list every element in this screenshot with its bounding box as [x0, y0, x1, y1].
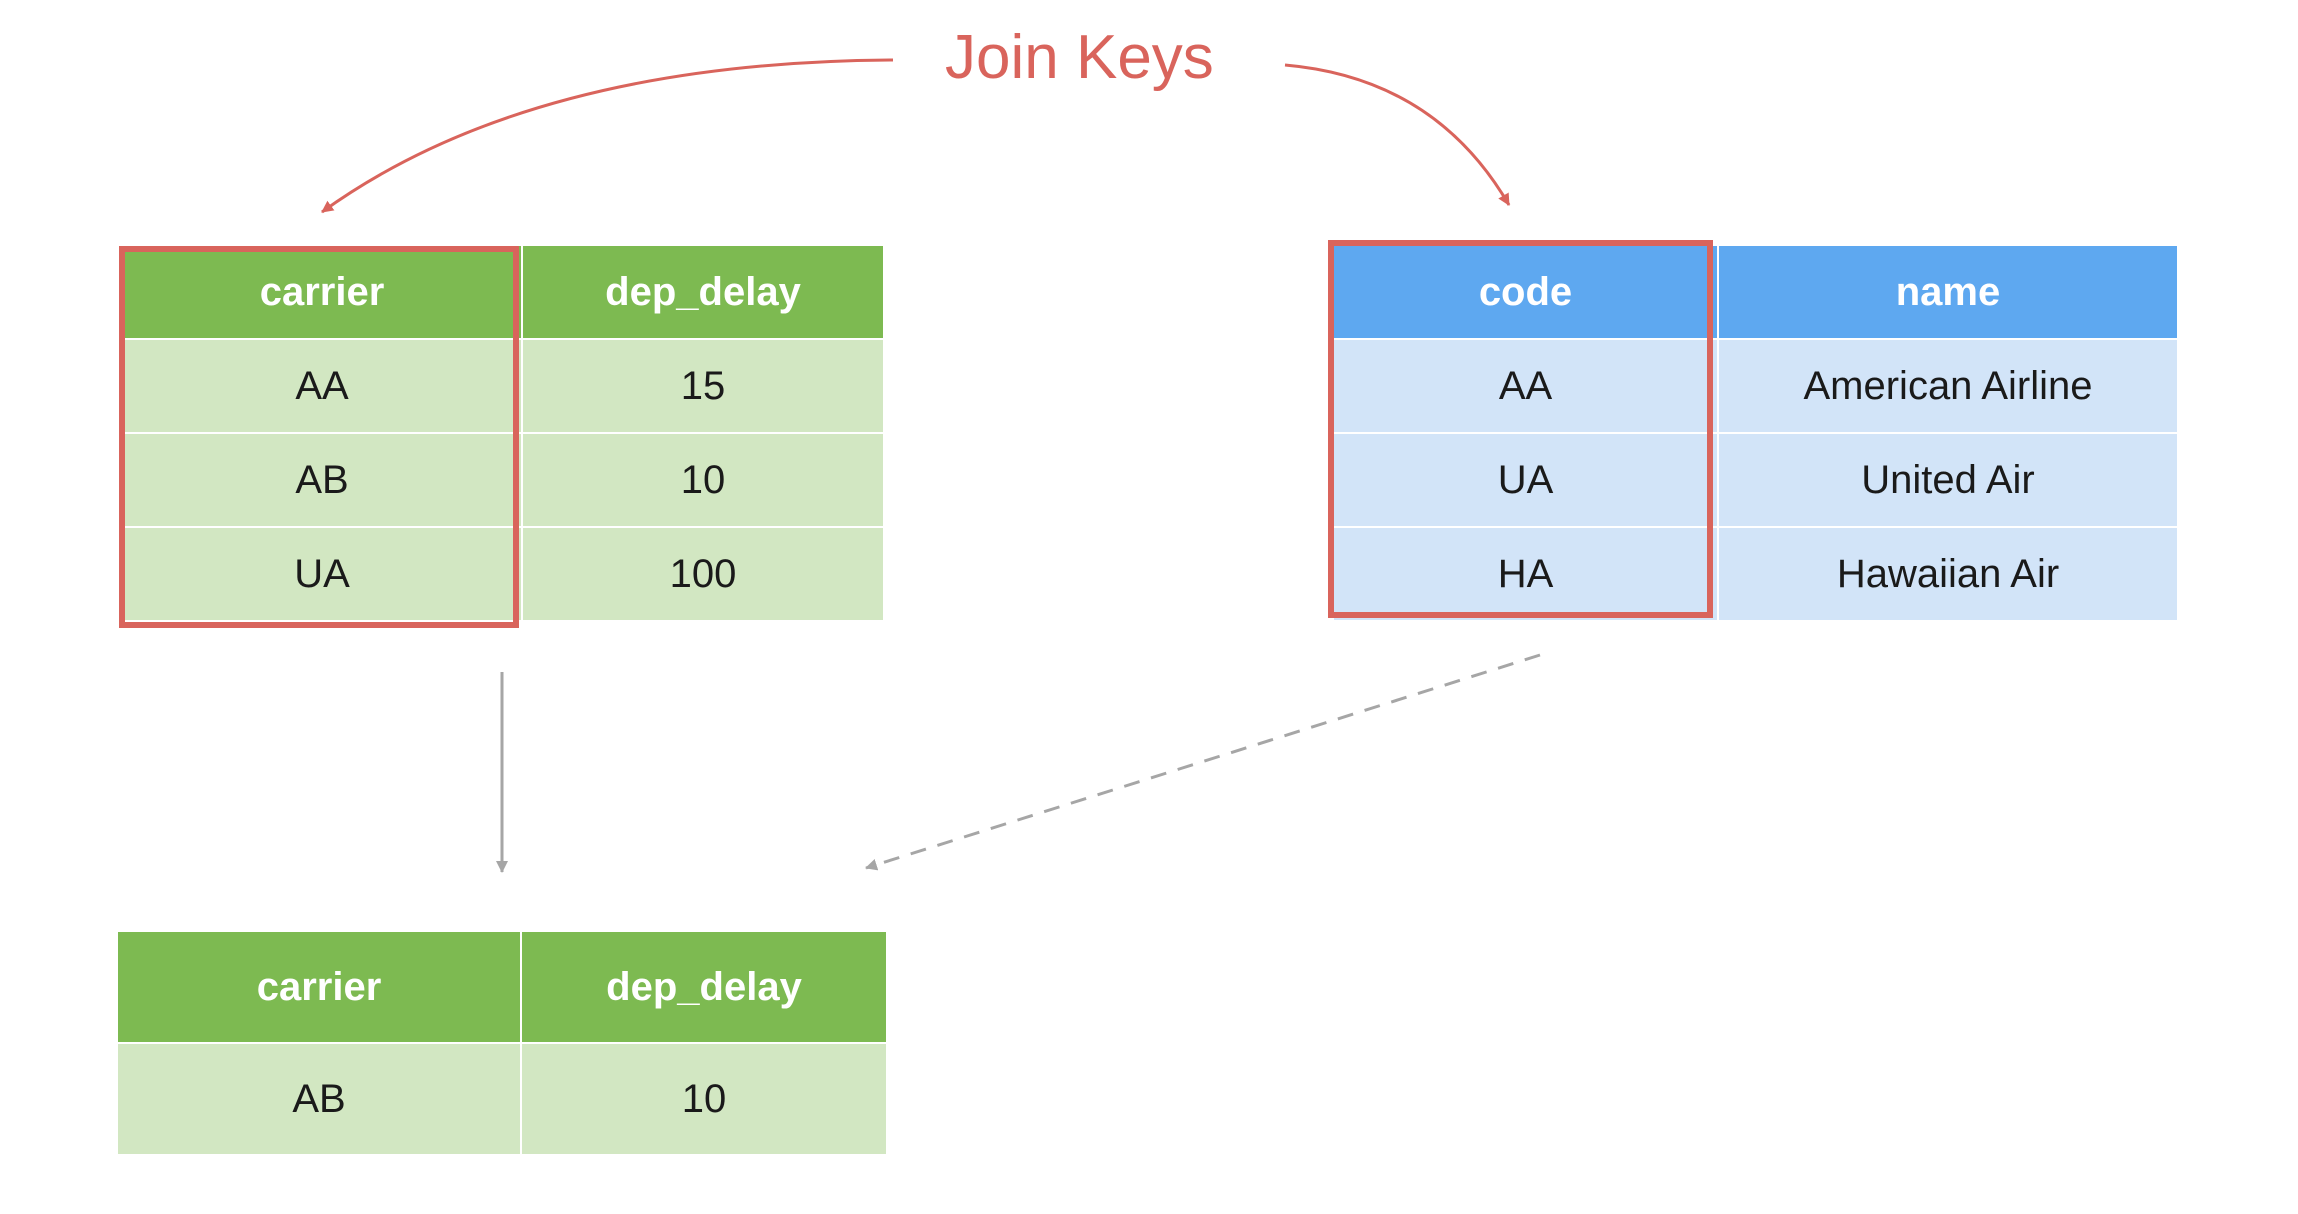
flights-cell: AB	[121, 432, 523, 528]
flights-cell: UA	[121, 526, 523, 622]
airlines-cell: AA	[1332, 338, 1719, 434]
flights-header-row: carrier dep_delay	[121, 244, 885, 340]
arrow-airlines-to-result	[865, 653, 1541, 871]
airlines-cell: Hawaiian Air	[1717, 526, 2179, 622]
flights-header-dep-delay: dep_delay	[521, 244, 885, 340]
result-table: carrier dep_delay AB 10	[116, 930, 888, 1156]
airlines-header-name: name	[1717, 244, 2179, 340]
table-row: UA 100	[121, 526, 885, 622]
join-keys-label: Join Keys	[945, 23, 1214, 92]
airlines-cell: United Air	[1717, 432, 2179, 528]
arrow-to-code-key	[1284, 63, 1511, 206]
result-cell: AB	[116, 1042, 522, 1156]
table-row: AA 15	[121, 338, 885, 434]
table-row: HA Hawaiian Air	[1332, 526, 2179, 622]
flights-cell: 15	[521, 338, 885, 434]
result-header-row: carrier dep_delay	[116, 930, 888, 1044]
airlines-cell: HA	[1332, 526, 1719, 622]
airlines-table: code name AA American Airline UA United …	[1332, 244, 2179, 622]
flights-cell: AA	[121, 338, 523, 434]
result-header-carrier: carrier	[116, 930, 522, 1044]
table-row: AA American Airline	[1332, 338, 2179, 434]
flights-cell: 10	[521, 432, 885, 528]
flights-cell: 100	[521, 526, 885, 622]
flights-header-carrier: carrier	[121, 244, 523, 340]
airlines-cell: American Airline	[1717, 338, 2179, 434]
table-row: AB 10	[121, 432, 885, 528]
result-cell: 10	[520, 1042, 888, 1156]
table-row: UA United Air	[1332, 432, 2179, 528]
airlines-header-row: code name	[1332, 244, 2179, 340]
table-row: AB 10	[116, 1042, 888, 1156]
airlines-cell: UA	[1332, 432, 1719, 528]
flights-table: carrier dep_delay AA 15 AB 10 UA 100	[121, 244, 885, 622]
airlines-header-code: code	[1332, 244, 1719, 340]
arrow-to-carrier-key	[321, 58, 894, 214]
result-header-dep-delay: dep_delay	[520, 930, 888, 1044]
